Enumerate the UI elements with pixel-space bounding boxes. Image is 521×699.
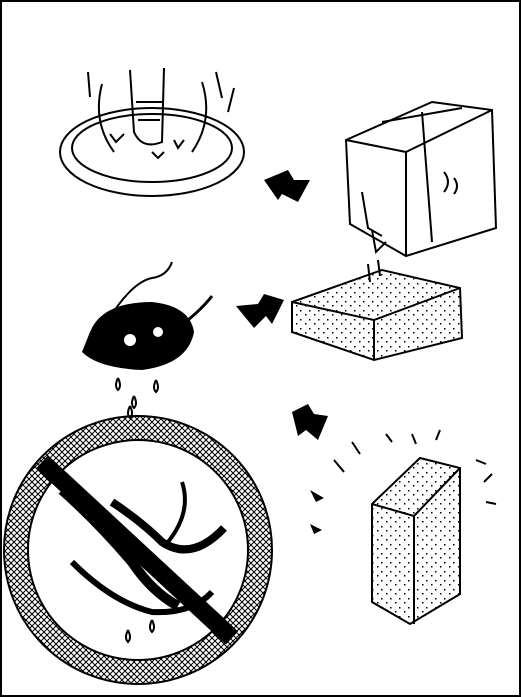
arrow-right-down-icon bbox=[264, 170, 310, 202]
hand-squeezing-sponge-icon bbox=[82, 262, 212, 418]
wet-sponge-icon bbox=[292, 260, 462, 360]
arrow-left-down-icon bbox=[236, 294, 284, 328]
soap-dispenser-icon bbox=[346, 102, 496, 256]
dry-sponge-icon bbox=[310, 430, 496, 624]
wet-hands-rinse-icon bbox=[60, 68, 244, 196]
arrow-right-down-icon bbox=[292, 404, 328, 440]
prohibited-wringing-icon bbox=[4, 416, 272, 684]
